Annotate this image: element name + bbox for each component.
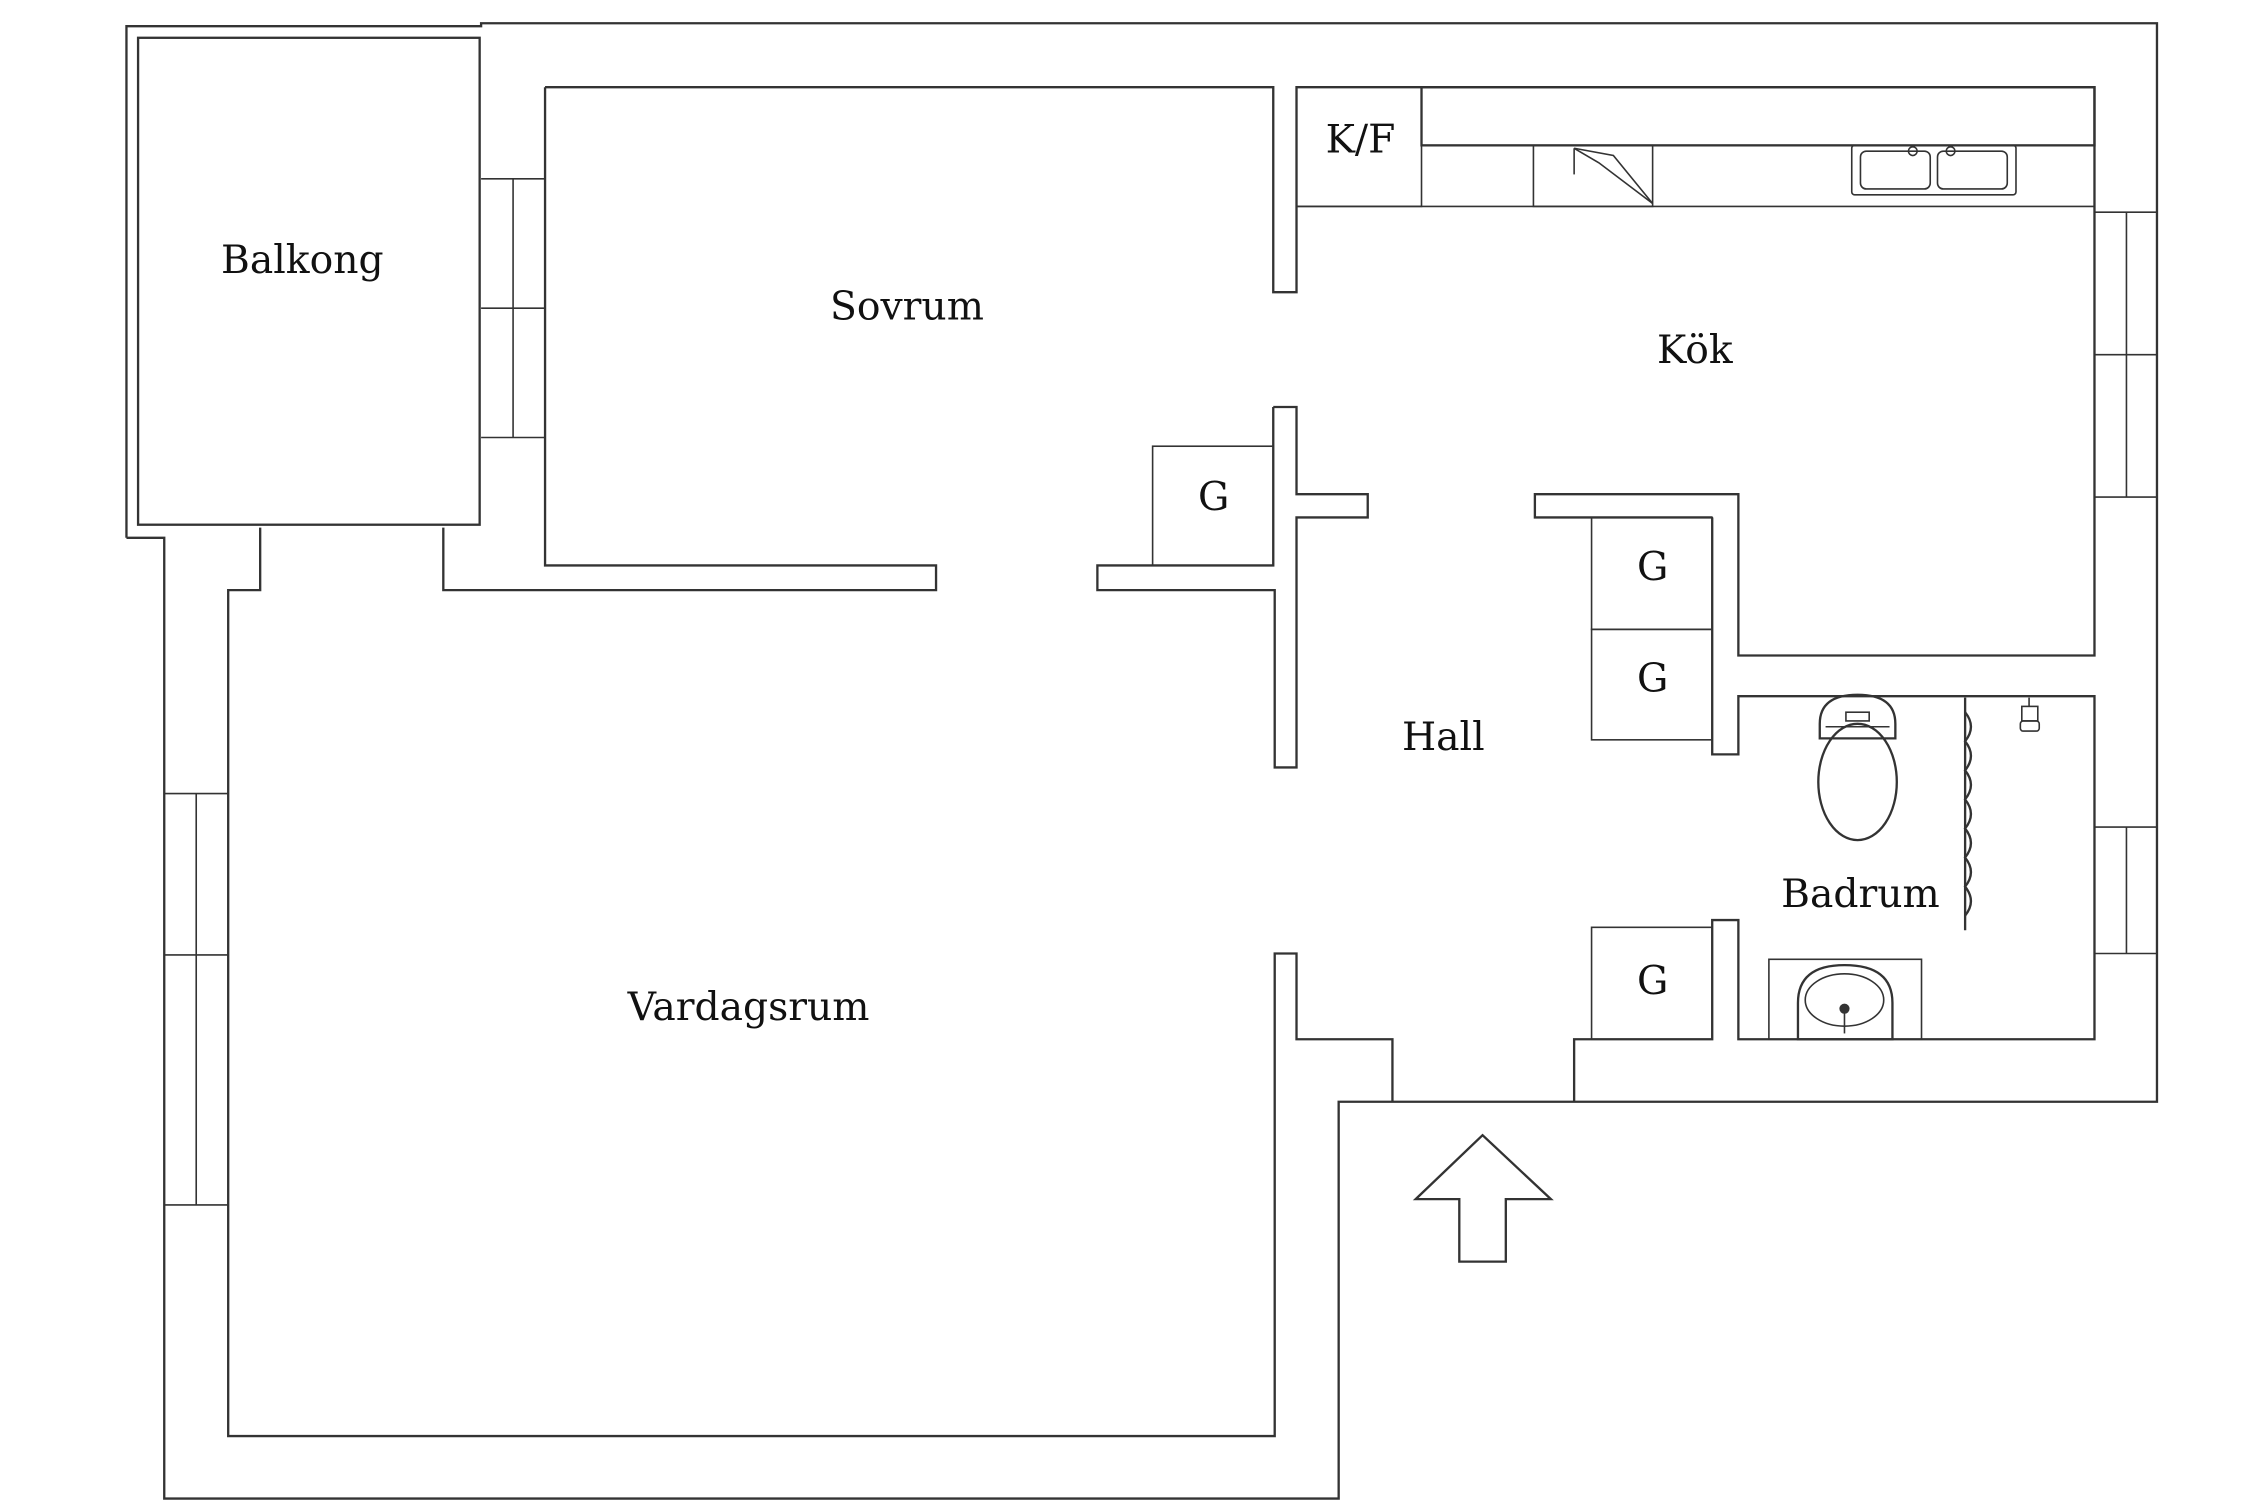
entrance-arrow-icon: [1412, 1133, 1554, 1263]
label-closet-4: G: [1637, 959, 1668, 1004]
label-vardagsrum: Vardagsrum: [627, 985, 870, 1030]
label-badrum: Badrum: [1781, 872, 1940, 917]
closets: [1151, 445, 1714, 1041]
label-kok: Kök: [1657, 328, 1734, 373]
upper-cabinets: [1420, 86, 2096, 147]
label-balkong: Balkong: [221, 238, 384, 283]
label-hall: Hall: [1402, 715, 1485, 760]
label-sovrum: Sovrum: [830, 285, 984, 330]
label-closet-1: G: [1198, 475, 1229, 520]
towel-rail-icon: [1963, 697, 1973, 931]
balcony: [136, 36, 481, 526]
kitchen-sink-icon: [1850, 144, 2017, 196]
label-kf: K/F: [1326, 117, 1396, 162]
closet-4: [1590, 926, 1714, 1041]
closet-1: [1151, 445, 1275, 567]
outer-walls: [125, 22, 2159, 1500]
fridge-freezer-cabinet: [1295, 86, 1423, 208]
interior-walls: [1096, 205, 2095, 769]
shower-head-icon: [2019, 697, 2041, 732]
label-closet-3: G: [1637, 657, 1668, 702]
bathroom-fixtures: [1768, 693, 2041, 1041]
stove-icon: [1532, 144, 1654, 208]
washbasin-icon: [1768, 958, 1923, 1041]
label-closet-2: G: [1637, 545, 1668, 590]
room-labels: Balkong Sovrum Kök K/F Hall Badrum Varda…: [221, 117, 1940, 1030]
windows: [164, 177, 2157, 1206]
closet-3: [1590, 628, 1714, 741]
kitchen-fixtures: [1295, 86, 2096, 208]
toilet-icon: [1817, 693, 1898, 842]
